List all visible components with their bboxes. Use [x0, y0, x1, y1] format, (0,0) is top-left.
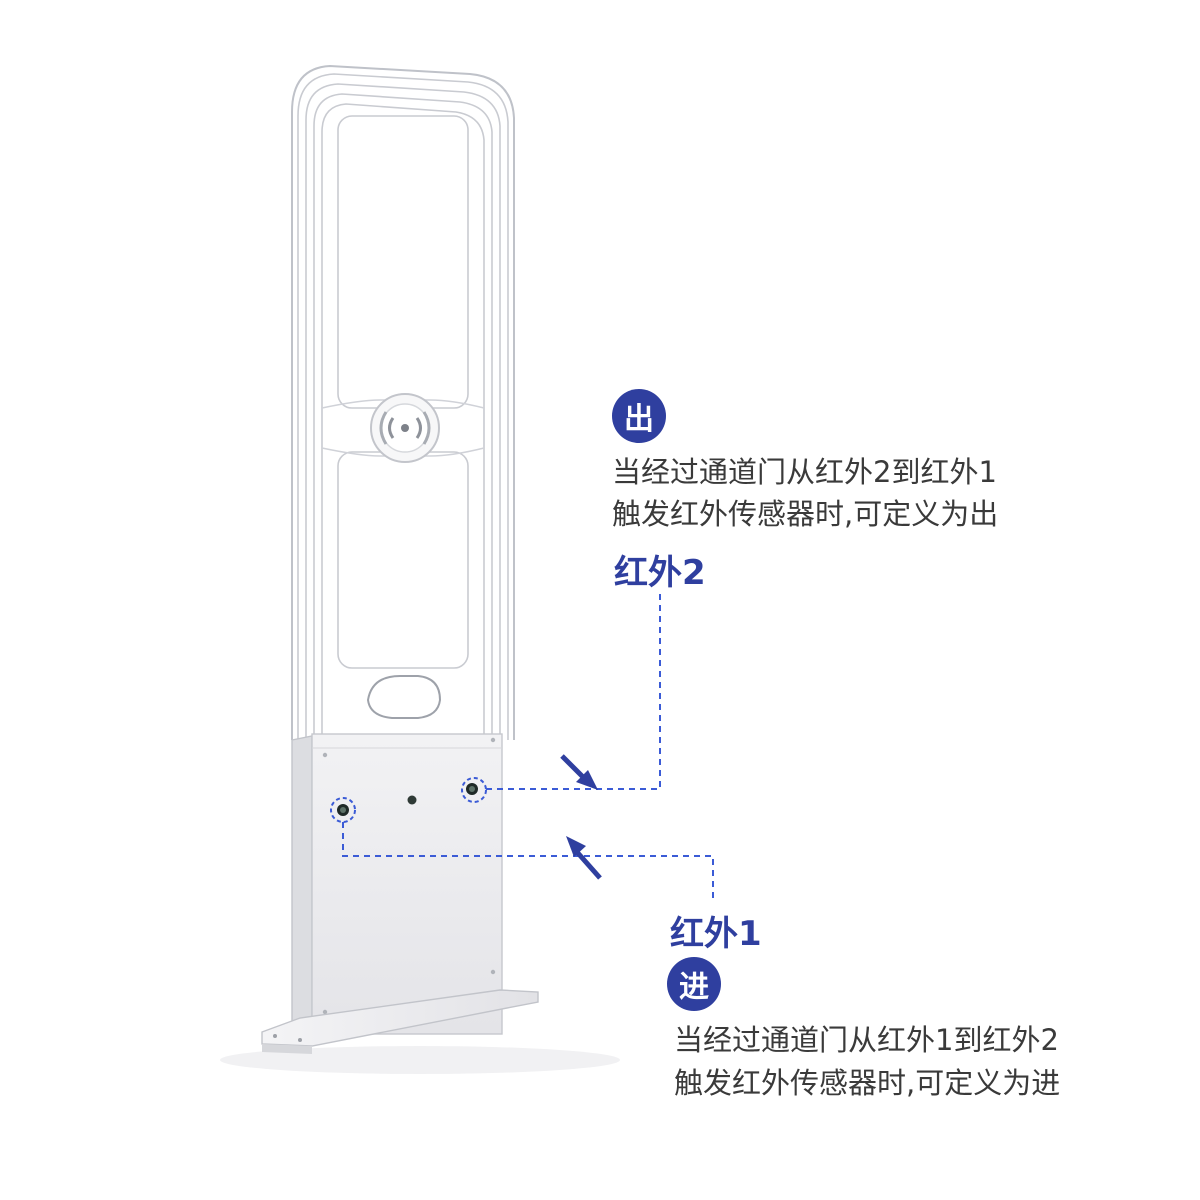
gate-base-housing: [291, 733, 503, 1037]
sensor-1-label: 红外1: [670, 914, 762, 954]
sensor-2-leader-line: [486, 592, 661, 790]
enter-description-line-1: 当经过通道门从红外1到红外2: [674, 1023, 1059, 1057]
exit-description-line-2: 触发红外传感器时,可定义为出: [612, 497, 999, 531]
beam-arrow-in: [560, 754, 598, 790]
infrared-sensor-1: [330, 797, 356, 823]
gate-footplate: [261, 989, 539, 1054]
exit-badge: 出: [612, 389, 666, 443]
sensor-1-leader-line: [342, 822, 714, 900]
beam-arrow-out: [566, 836, 602, 880]
floor-shadow: [220, 1046, 620, 1074]
enter-badge: 进: [667, 957, 721, 1011]
infrared-sensor-2: [461, 777, 487, 803]
antenna-panel: [291, 64, 515, 740]
rfid-signal-icon: [370, 393, 440, 463]
exit-description-line-1: 当经过通道门从红外2到红外1: [612, 455, 997, 489]
enter-description-line-2: 触发红外传感器时,可定义为进: [674, 1066, 1061, 1100]
sensor-2-label: 红外2: [614, 553, 706, 593]
